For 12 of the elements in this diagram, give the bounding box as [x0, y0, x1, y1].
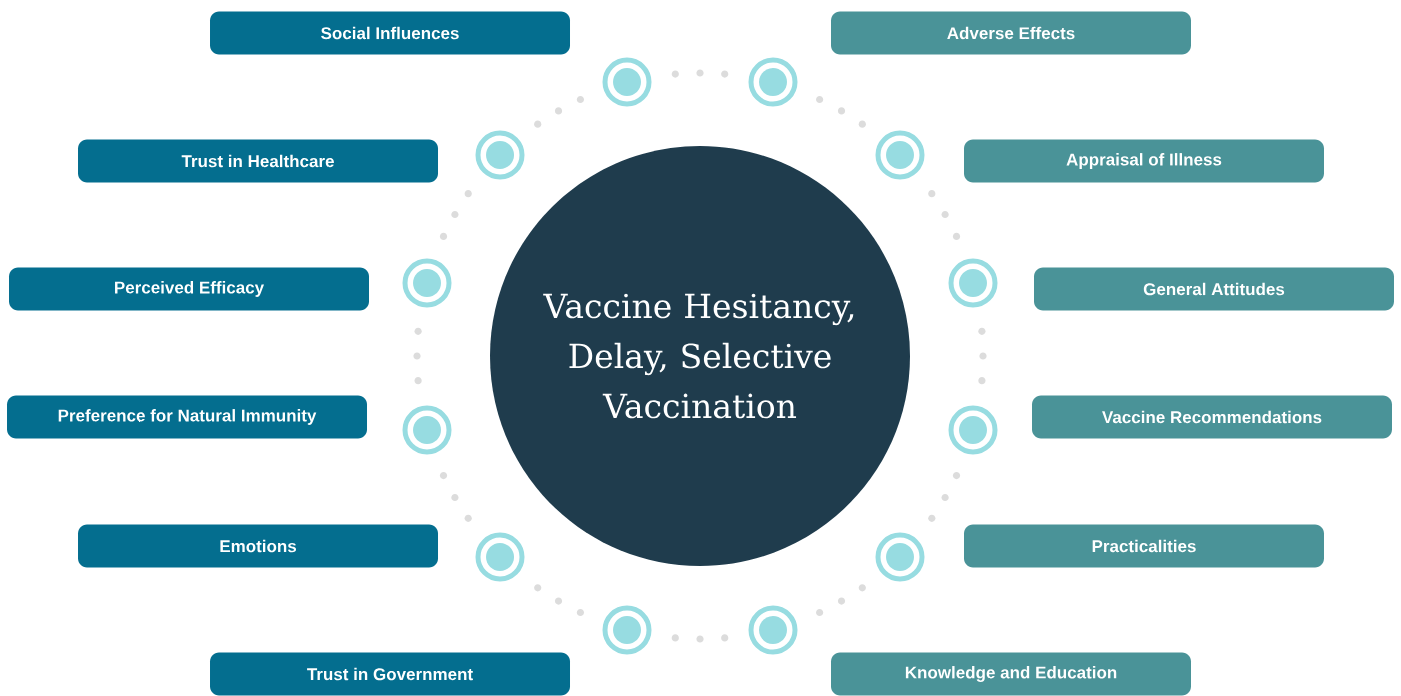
factor-box: Practicalities: [964, 524, 1324, 568]
factor-box: Trust in Healthcare: [78, 139, 438, 183]
factor-box: Appraisal of Illness: [964, 139, 1324, 183]
factor-box: Vaccine Recommendations: [1032, 395, 1392, 439]
factor-box: Social Influences: [210, 11, 570, 55]
factor-box: General Attitudes: [1034, 267, 1394, 311]
factor-box: Knowledge and Education: [831, 652, 1191, 696]
factor-box: Trust in Government: [210, 652, 570, 696]
factor-box: Preference for Natural Immunity: [7, 395, 367, 439]
factor-box: Emotions: [78, 524, 438, 568]
factor-box: Perceived Efficacy: [9, 267, 369, 311]
factor-box: Adverse Effects: [831, 11, 1191, 55]
